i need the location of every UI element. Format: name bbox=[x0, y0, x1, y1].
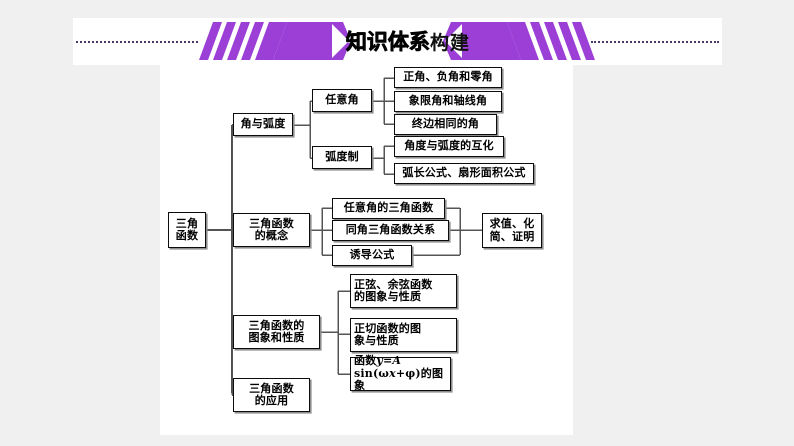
node-positive-negative-zero-angle[interactable]: 正角、负角和零角 bbox=[394, 67, 502, 88]
page-title-outline: 知识体系 bbox=[345, 30, 431, 55]
formula-phi: φ bbox=[405, 366, 416, 380]
node-degree-radian-conversion[interactable]: 角度与弧度的互化 bbox=[394, 136, 504, 157]
formula-plus: + bbox=[395, 366, 406, 380]
dotted-rule-left-icon bbox=[76, 41, 198, 43]
node-arc-sector-formula[interactable]: 弧长公式、扇形面积公式 bbox=[394, 163, 534, 184]
node-trig-of-arbitrary-angle[interactable]: 任意角的三角函数 bbox=[332, 198, 445, 219]
header-banner: 知识体系构建 bbox=[73, 18, 722, 65]
node-asin-wx-phi-graph[interactable]: 函数y=A sin(ωx+φ)的图象 bbox=[350, 354, 451, 393]
formula-var-A: A bbox=[392, 354, 402, 368]
formula-omega: ω bbox=[378, 366, 390, 380]
node-same-angle-trig-relation[interactable]: 同角三角函数关系 bbox=[332, 220, 449, 241]
dotted-rule-right-icon bbox=[591, 41, 719, 43]
node-angle-and-radian[interactable]: 角与弧度 bbox=[233, 113, 293, 136]
node-induction-formula[interactable]: 诱导公式 bbox=[332, 245, 412, 266]
node-sine-cosine-graph-property[interactable]: 正弦、余弦函数 的图象与性质 bbox=[350, 274, 457, 308]
content-card: 三角函数 角与弧度 三角函数 的概念 三角函数的 图象和性质 三角函数 的应用 … bbox=[160, 63, 573, 435]
node-quadrant-axis-angle[interactable]: 象限角和轴线角 bbox=[394, 91, 502, 112]
formula-var-x: x bbox=[389, 366, 396, 380]
node-tangent-graph-property[interactable]: 正切函数的图 象与性质 bbox=[350, 318, 457, 352]
page-title-plain: 构建 bbox=[429, 32, 470, 54]
formula-suffix: )的图象 bbox=[354, 366, 444, 393]
node-root[interactable]: 三角函数 bbox=[168, 212, 206, 248]
knowledge-tree-diagram: 三角函数 角与弧度 三角函数 的概念 三角函数的 图象和性质 三角函数 的应用 … bbox=[160, 63, 573, 435]
node-coterminal-angle[interactable]: 终边相同的角 bbox=[394, 114, 497, 135]
node-trig-concept[interactable]: 三角函数 的概念 bbox=[233, 213, 310, 247]
node-arbitrary-angle[interactable]: 任意角 bbox=[312, 89, 372, 112]
node-trig-application[interactable]: 三角函数 的应用 bbox=[233, 378, 310, 412]
chevron-stripes-left-icon bbox=[199, 22, 351, 60]
node-trig-graph-property[interactable]: 三角函数的 图象和性质 bbox=[233, 315, 320, 349]
page-title: 知识体系构建 bbox=[328, 25, 488, 59]
node-radian-system[interactable]: 弧度制 bbox=[312, 146, 372, 169]
node-evaluate-simplify-prove[interactable]: 求值、化 简、证明 bbox=[482, 213, 542, 248]
formula-prefix: 函数 bbox=[354, 354, 377, 368]
formula-equals: = bbox=[383, 354, 393, 368]
chevron-stripes-right-icon bbox=[443, 22, 595, 60]
formula-sin: sin( bbox=[354, 366, 379, 380]
formula-var-y: y bbox=[376, 354, 383, 368]
